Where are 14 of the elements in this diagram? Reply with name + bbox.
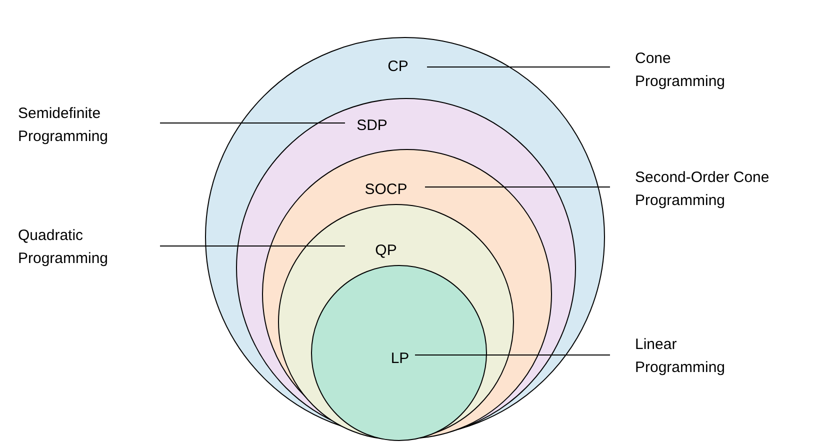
leader-line xyxy=(424,186,610,188)
leader-line xyxy=(414,354,610,356)
circle-label: SOCP xyxy=(364,182,408,197)
term-label: Second-Order Cone Programming xyxy=(635,166,810,212)
circle-label: CP xyxy=(388,59,408,74)
leader-line xyxy=(160,122,346,124)
term-label: Linear Programming xyxy=(635,333,745,379)
circle-label: SDP xyxy=(356,118,388,133)
circle-label: QP xyxy=(375,243,397,258)
leader-line xyxy=(426,66,610,68)
term-label: Quadratic Programming xyxy=(18,224,158,270)
term-label: Semidefinite Programming xyxy=(18,102,158,148)
term-label: Cone Programming xyxy=(635,47,745,93)
circle-label: LP xyxy=(390,351,410,366)
